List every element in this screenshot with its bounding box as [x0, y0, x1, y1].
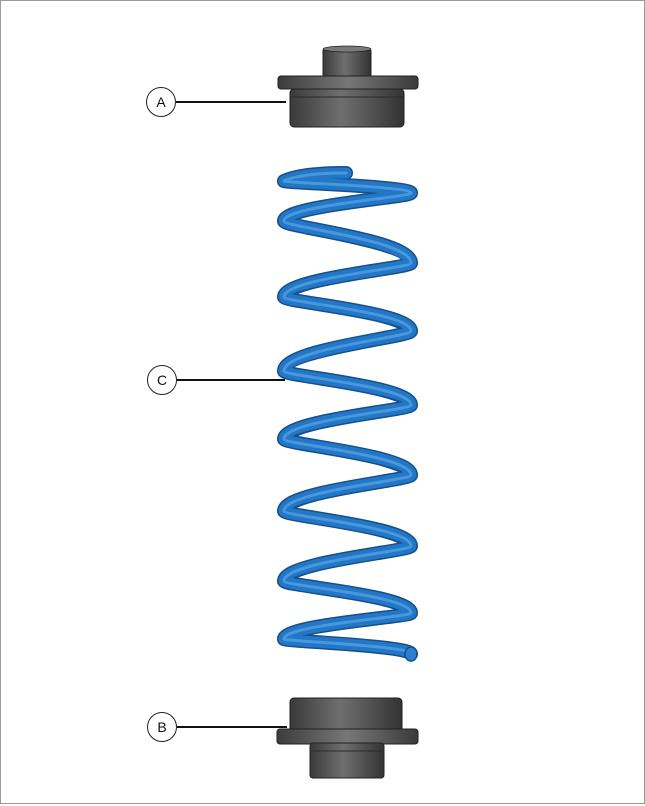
leader-line-b	[177, 726, 287, 728]
leader-line-c	[177, 379, 285, 381]
coil-spring	[277, 166, 418, 662]
callout-a: A	[146, 87, 176, 117]
callout-c-label: C	[156, 372, 168, 388]
callout-b-label: B	[157, 719, 167, 735]
callout-c: C	[147, 365, 177, 395]
callout-a-label: A	[156, 94, 166, 110]
lower-spring-seat	[276, 697, 419, 779]
upper-spring-seat	[277, 45, 419, 128]
callout-b: B	[147, 712, 177, 742]
leader-line-a	[176, 101, 286, 103]
